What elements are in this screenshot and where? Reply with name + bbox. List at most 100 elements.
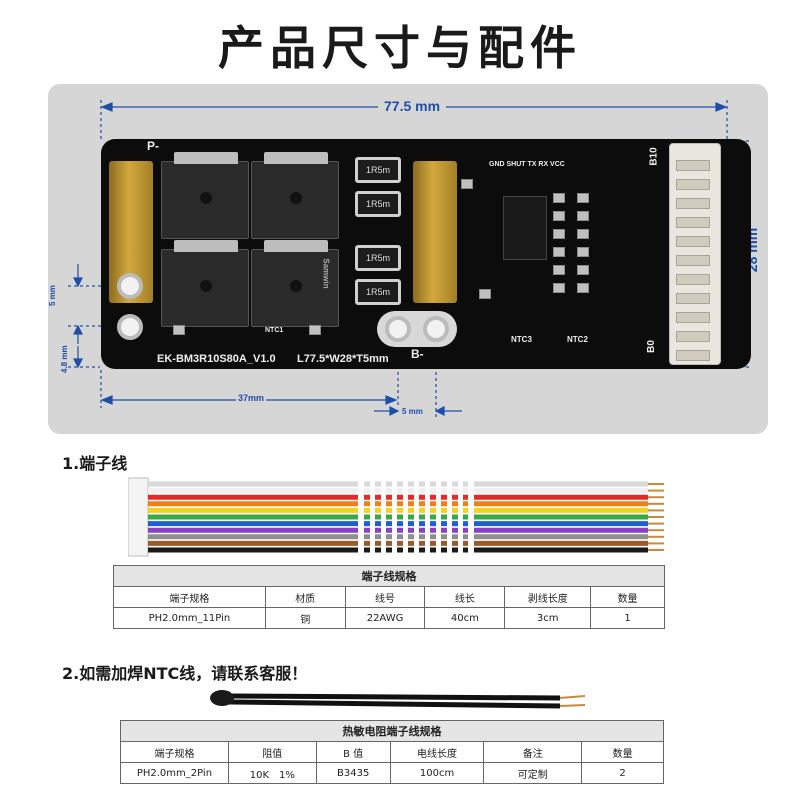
table2-cell: PH2.0mm_2Pin	[120, 762, 229, 784]
connector-pin	[676, 179, 710, 190]
connector-pin	[676, 331, 710, 342]
ntc-probe-head	[210, 690, 234, 706]
thermistor-wire-spec-table: 热敏电阻端子线规格 端子规格 阻值 B 值 电线长度 备注 数量 PH2.0mm…	[120, 720, 664, 784]
table1-cell: 铜	[264, 607, 346, 629]
table2-row: PH2.0mm_2Pin 10K 1% B3435 100cm 可定制 2	[120, 762, 664, 784]
smd-pad	[577, 211, 589, 221]
p-minus-label: P-	[147, 139, 159, 153]
table1-header-cell: 剥线长度	[504, 586, 592, 608]
smd-pad	[461, 179, 473, 189]
ntc-cable-lower	[229, 693, 561, 701]
table1-header-cell: 线长	[424, 586, 506, 608]
ntc-lead-copper	[559, 704, 586, 707]
connector-pin	[676, 255, 710, 266]
table1-cell: 1	[590, 607, 665, 629]
connector-pin	[676, 160, 710, 171]
table1-cell: 22AWG	[344, 607, 426, 629]
smd-pad	[309, 325, 321, 335]
p-mount-hole-2	[117, 314, 143, 340]
section-terminal-wire-heading: 1.端子线	[62, 454, 128, 473]
b-hole-spacing-label: 5 mm	[402, 407, 423, 416]
terminal-wire-bundle	[128, 477, 664, 557]
mosfet-2	[251, 152, 339, 239]
table1-row: PH2.0mm_11Pin 铜 22AWG 40cm 3cm 1	[113, 607, 665, 629]
table2-cell: 100cm	[389, 762, 485, 784]
smd-pad	[577, 247, 589, 257]
ntc-lead-copper	[559, 695, 586, 699]
b-mount-hole-2	[423, 316, 449, 342]
table2-header-cell: B 值	[315, 741, 391, 763]
model-silkscreen: EK-BM3R10S80A_V1.0	[157, 353, 276, 365]
hole-spacing-label: 5 mm	[48, 285, 57, 306]
b-terminal-offset-label: 37mm	[236, 393, 267, 403]
smd-pad	[577, 283, 589, 293]
table1-cell: 3cm	[504, 607, 592, 629]
connector-pin	[676, 350, 710, 361]
b-mount-hole-1	[385, 316, 411, 342]
table2-header-cell: 端子规格	[120, 741, 229, 763]
connector-pin	[676, 274, 710, 285]
ntc2-label: NTC2	[567, 335, 588, 344]
table2-cell: 10K 1%	[227, 762, 317, 784]
smd-pad	[553, 247, 565, 257]
shunt-resistor-3: 1R5m	[355, 245, 401, 271]
balance-connector	[669, 143, 721, 365]
table2-header-cell: 备注	[483, 741, 583, 763]
table2-header-cell: 阻值	[227, 741, 317, 763]
table1-header-cell: 端子规格	[113, 586, 266, 608]
smd-pad	[553, 283, 565, 293]
smd-pad	[553, 211, 565, 221]
bms-ic-chip	[503, 196, 547, 260]
smd-pad	[553, 229, 565, 239]
section-ntc-wire-heading: 2.如需加焊NTC线，请联系客服！	[62, 664, 308, 683]
ntc1-label: NTC1	[265, 327, 284, 334]
wire-connector-left	[128, 477, 149, 557]
smd-pad	[553, 193, 565, 203]
smd-pad	[577, 229, 589, 239]
b10-label: B10	[648, 147, 660, 166]
connector-pin	[676, 293, 710, 304]
terminal-wire-spec-table: 端子线规格 端子规格 材质 线号 线长 剥线长度 数量 PH2.0mm_11Pi…	[113, 565, 665, 629]
table2-cell: B3435	[315, 762, 391, 784]
table1-header-cell: 材质	[264, 586, 346, 608]
connector-pin	[676, 236, 710, 247]
b-minus-label: B-	[411, 347, 424, 361]
smd-pad	[553, 265, 565, 275]
ntc3-label: NTC3	[511, 335, 532, 344]
table2-cell: 可定制	[483, 762, 583, 784]
smd-pad	[577, 193, 589, 203]
table1-header-cell: 数量	[590, 586, 665, 608]
mosfet-1	[161, 152, 249, 239]
shunt-resistor-2: 1R5m	[355, 191, 401, 217]
table2-header-row: 端子规格 阻值 B 值 电线长度 备注 数量	[120, 741, 664, 763]
mosfet-brand-text: Samwin	[321, 258, 331, 289]
table1-cell: PH2.0mm_11Pin	[113, 607, 266, 629]
connector-pin	[676, 312, 710, 323]
b-terminal-brass	[413, 161, 457, 303]
table2-header-cell: 数量	[581, 741, 664, 763]
mosfet-4	[251, 240, 339, 327]
shunt-resistor-1: 1R5m	[355, 157, 401, 183]
size-silkscreen: L77.5*W28*T5mm	[297, 353, 389, 365]
signal-pins-label: GND SHUT TX RX VCC	[489, 161, 565, 168]
table2-caption: 热敏电阻端子线规格	[120, 720, 664, 742]
smd-pad	[479, 289, 491, 299]
connector-pin	[676, 198, 710, 209]
shunt-resistor-4: 1R5m	[355, 279, 401, 305]
b0-label: B0	[645, 340, 657, 353]
page-title: 产品尺寸与配件	[218, 21, 582, 75]
table1-cell: 40cm	[424, 607, 506, 629]
length-dimension-label: 77.5 mm	[378, 98, 447, 114]
table2-header-cell: 电线长度	[389, 741, 485, 763]
table1-header-cell: 线号	[344, 586, 426, 608]
bms-pcb-board: Samwin 1R5m 1R5m 1R5m 1R5m P- B- EK-BM3R…	[101, 139, 751, 369]
ntc-thermistor-wire	[210, 690, 586, 709]
smd-pad	[577, 265, 589, 275]
table1-caption: 端子线规格	[113, 565, 665, 587]
connector-pin	[676, 217, 710, 228]
smd-pad	[173, 325, 185, 335]
p-mount-hole-1	[117, 273, 143, 299]
table2-cell: 2	[581, 762, 664, 784]
bottom-offset-label: 4.8 mm	[60, 345, 69, 373]
mosfet-3	[161, 240, 249, 327]
